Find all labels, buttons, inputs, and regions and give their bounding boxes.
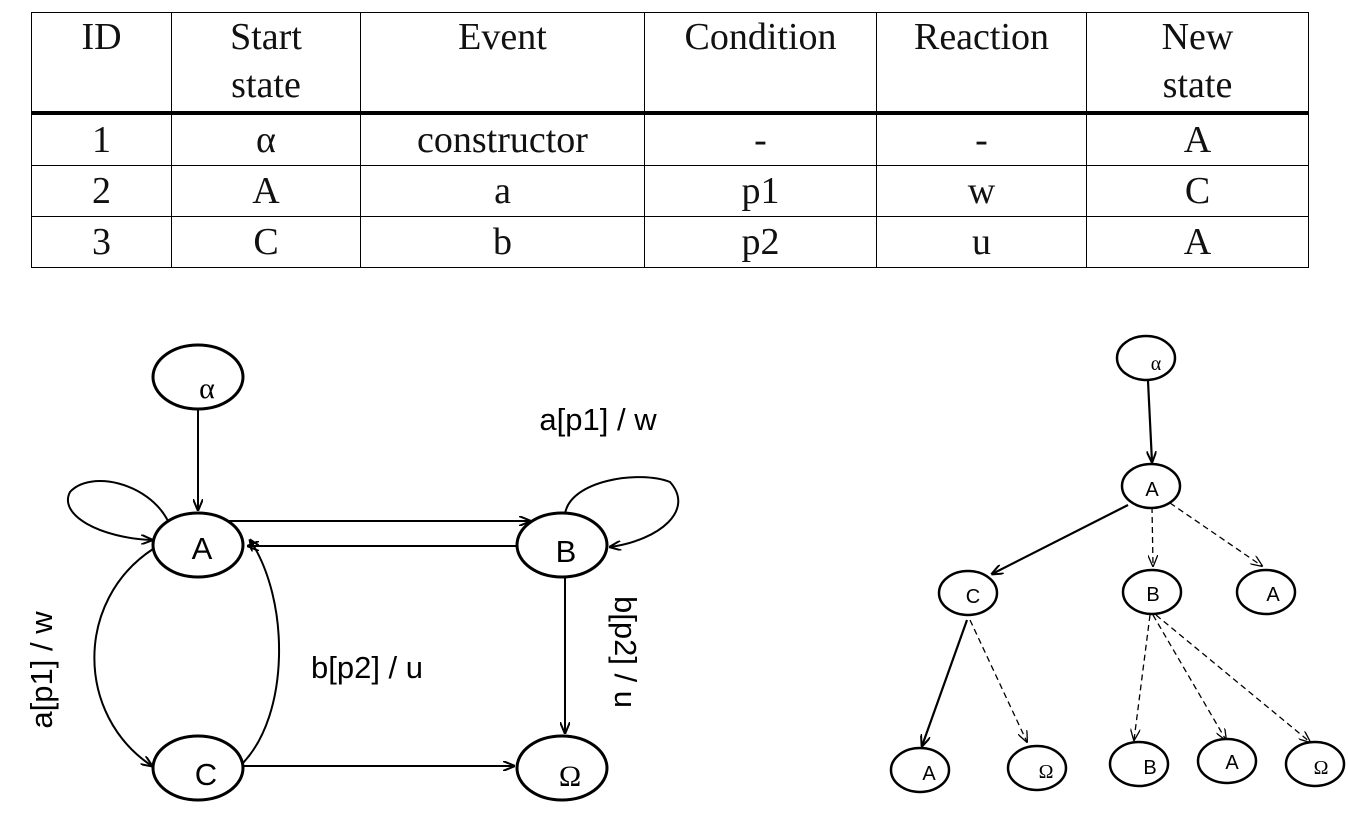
tree-node-c-omega-label: Ω xyxy=(1039,761,1054,783)
state-b-label: B xyxy=(556,534,577,569)
tree-node-c-omega xyxy=(1006,744,1068,792)
tree-node-b-a-label: A xyxy=(1225,752,1239,774)
tree-node-alpha xyxy=(1115,334,1177,382)
state-diagram xyxy=(67,343,680,802)
cell-start-state: α xyxy=(171,112,361,166)
state-alpha xyxy=(151,343,245,411)
edge-b-self-loop xyxy=(564,476,680,547)
state-omega-label: Ω xyxy=(559,760,581,793)
header-event: Event xyxy=(360,12,645,115)
state-alpha-label: α xyxy=(199,372,215,405)
cell-event: b xyxy=(360,216,645,268)
cell-start-state: A xyxy=(171,165,361,217)
tree-edge-b-b xyxy=(1134,614,1151,740)
reachability-tree-labels: α A C B A A Ω B A Ω xyxy=(922,353,1328,785)
tree-edge-alpha-a xyxy=(1148,380,1152,462)
tree-node-a-right xyxy=(1235,568,1297,616)
cell-new-state: C xyxy=(1086,165,1309,217)
reachability-tree xyxy=(889,334,1346,794)
tree-node-b-label: B xyxy=(1146,584,1159,606)
edge-c-to-a xyxy=(241,540,280,765)
c-to-a-label: b[p2] / u xyxy=(311,650,423,685)
tree-node-b-omega-label: Ω xyxy=(1314,757,1329,779)
tree-edge-b-a xyxy=(1152,614,1226,740)
cell-id: 2 xyxy=(31,165,172,217)
tree-node-c xyxy=(937,569,999,617)
cell-start-state: C xyxy=(171,216,361,268)
tree-edge-a-b xyxy=(1152,506,1153,566)
tree-node-b-b-label: B xyxy=(1143,757,1156,779)
state-c xyxy=(151,734,245,802)
table-row: 1 α constructor - - A xyxy=(31,112,1309,166)
tree-node-c-label: C xyxy=(966,586,980,608)
tree-edge-a-c xyxy=(992,504,1129,574)
cell-id: 1 xyxy=(31,112,172,166)
cell-reaction: - xyxy=(876,112,1087,166)
tree-node-b-a xyxy=(1196,737,1258,785)
state-omega xyxy=(515,734,609,802)
cell-condition: p1 xyxy=(644,165,877,217)
tree-node-b-omega xyxy=(1284,740,1346,788)
b-self-loop-label: a[p1] / w xyxy=(539,402,657,437)
edge-a-to-c xyxy=(93,548,153,766)
tree-node-b xyxy=(1121,568,1183,616)
state-a-label: A xyxy=(192,531,213,566)
tree-node-a-label: A xyxy=(1145,479,1159,501)
tree-node-c-a xyxy=(889,746,951,794)
tree-node-c-a-label: A xyxy=(922,763,936,785)
edge-a-self-loop xyxy=(67,480,169,540)
header-id: ID xyxy=(31,12,172,115)
cell-new-state: A xyxy=(1086,112,1309,166)
tree-edge-b-omega xyxy=(1155,614,1310,742)
state-c-label: C xyxy=(195,757,217,792)
tree-edge-c-omega xyxy=(969,619,1027,742)
table-row: 3 C b p2 u A xyxy=(31,216,1309,268)
a-to-c-label: a[p1] / w xyxy=(24,611,59,729)
tree-node-b-b xyxy=(1108,740,1170,788)
tree-node-a xyxy=(1120,462,1182,510)
state-diagram-labels: α A B C Ω a[p1] / w b[p2] / u a[p1] / w … xyxy=(24,372,657,793)
tree-node-alpha-label: α xyxy=(1151,353,1162,375)
tree-edge-c-a xyxy=(922,619,969,746)
tree-node-a-right-label: A xyxy=(1266,584,1280,606)
cell-event: constructor xyxy=(360,112,645,166)
cell-new-state: A xyxy=(1086,216,1309,268)
header-condition: Condition xyxy=(644,12,877,115)
cell-condition: - xyxy=(644,112,877,166)
cell-id: 3 xyxy=(31,216,172,268)
b-to-omega-label: b[p2] / u xyxy=(608,596,643,708)
header-reaction: Reaction xyxy=(876,12,1087,115)
tree-edge-a-a xyxy=(1169,502,1262,566)
cell-reaction: w xyxy=(876,165,1087,217)
cell-condition: p2 xyxy=(644,216,877,268)
cell-reaction: u xyxy=(876,216,1087,268)
